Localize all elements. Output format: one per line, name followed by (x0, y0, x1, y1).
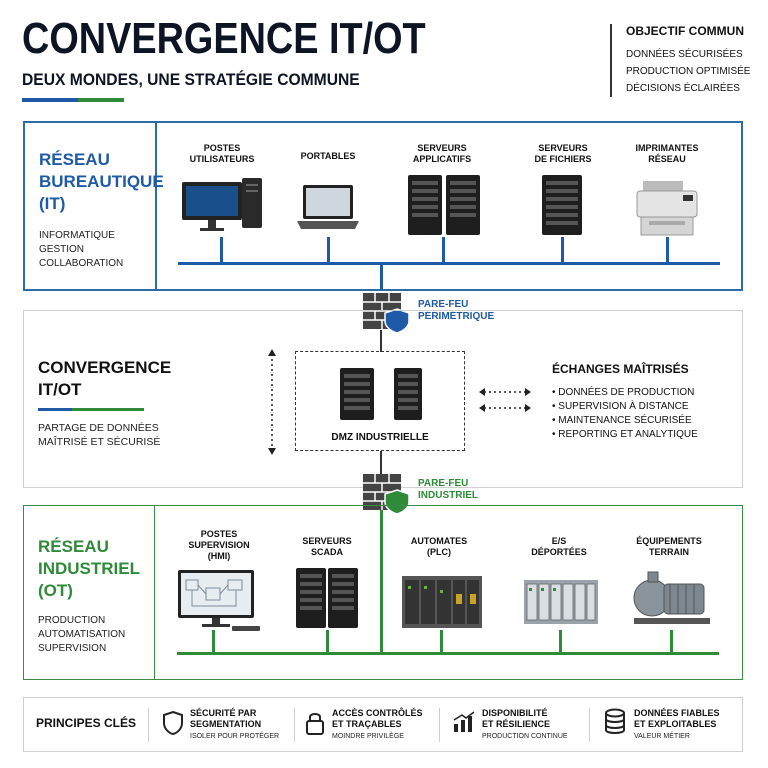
horizontal-exchange-arrows-icon (479, 388, 531, 412)
ot-drop (440, 630, 443, 653)
dmz-server-icon (394, 368, 422, 420)
echanges-maitrises: ÉCHANGES MAÎTRISÉS • DONNÉES DE PRODUCTI… (552, 362, 698, 442)
ot-network-bus (177, 652, 719, 655)
scada-servers-icon (296, 568, 358, 628)
principe-divider (294, 708, 295, 742)
objectif-item: DONNÉES SÉCURISÉES (626, 49, 743, 60)
ot-trunk-line (380, 510, 383, 653)
objectif-item: PRODUCTION OPTIMISÉE (626, 66, 751, 77)
field-equipment-icon (633, 571, 710, 624)
device-label-postes: POSTES UTILISATEURS (189, 143, 255, 164)
principe-divider (589, 708, 590, 742)
it-network-bus (178, 262, 720, 265)
lock-icon (306, 713, 324, 735)
laptop-icon (297, 185, 359, 229)
principe-divider (439, 708, 440, 742)
page-title: CONVERGENCE IT/OT (22, 14, 426, 63)
it-drop (561, 237, 564, 263)
objectif-item: DÉCISIONS ÉCLAIRÉES (626, 83, 740, 94)
echanges-title: ÉCHANGES MAÎTRISÉS (552, 362, 689, 376)
principes-title: PRINCIPES CLÉS (36, 716, 137, 730)
device-label-hmi: POSTES SUPERVISION (HMI) (188, 529, 250, 561)
ot-drop (559, 630, 562, 653)
principes-cles-bar: PRINCIPES CLÉS SÉCURITÉ PAR SEGMENTATION… (23, 697, 743, 752)
convergence-accent-green (72, 408, 144, 411)
echange-item: • REPORTING ET ANALYTIQUE (552, 429, 698, 440)
application-servers-icon (408, 175, 480, 235)
trunk-line (380, 330, 382, 352)
industrial-firewall-icon (363, 474, 410, 514)
it-divider (155, 123, 157, 289)
desktop-computer-icon (182, 178, 262, 231)
shield-icon (163, 710, 183, 736)
device-label-serveurs-fichiers: SERVEURS DE FICHIERS (534, 143, 592, 164)
device-label-es: E/S DÉPORTÉES (531, 536, 587, 557)
dmz-server-icon (340, 368, 374, 420)
principe-item: SÉCURITÉ PAR SEGMENTATION ISOLER POUR PR… (190, 708, 280, 740)
principe-item: DISPONIBILITÉ ET RÉSILIENCE PRODUCTION C… (482, 708, 568, 740)
file-server-icon (542, 175, 582, 235)
objectif-commun: OBJECTIF COMMUN DONNÉES SÉCURISÉES PRODU… (610, 24, 750, 97)
principe-item: DONNÉES FIABLES ET EXPLOITABLES VALEUR M… (634, 708, 720, 740)
remote-io-icon (524, 580, 598, 624)
it-drop (666, 237, 669, 263)
ot-drop (670, 630, 673, 653)
dmz-label: DMZ INDUSTRIELLE (331, 432, 429, 443)
ot-drop (326, 630, 329, 653)
device-label-imprimantes: IMPRIMANTES RÉSEAU (635, 143, 699, 164)
page-subtitle: DEUX MONDES, UNE STRATÉGIE COMMUNE (22, 70, 360, 89)
it-drop (220, 237, 223, 263)
principe-item: ACCÈS CONTRÔLÉS ET TRAÇABLES MOINDRE PRI… (332, 708, 423, 740)
device-label-plc: AUTOMATES (PLC) (410, 536, 468, 557)
objectif-title: OBJECTIF COMMUN (626, 24, 744, 38)
convergence-accent-blue (38, 408, 72, 411)
trunk-line (380, 451, 382, 476)
title-accent-blue (22, 98, 78, 102)
title-accent-green (78, 98, 124, 102)
device-label-equipements: ÉQUIPEMENTS TERRAIN (636, 536, 702, 557)
perimeter-firewall-icon (363, 293, 410, 333)
echange-item: • DONNÉES DE PRODUCTION (552, 387, 695, 398)
it-drop (327, 237, 330, 263)
ot-drop (212, 630, 215, 653)
device-label-portables: PORTABLES (300, 151, 356, 161)
vertical-exchange-arrow-icon (268, 349, 276, 455)
echange-item: • MAINTENANCE SÉCURISÉE (552, 415, 692, 426)
plc-icon (402, 576, 482, 628)
ot-divider (154, 506, 155, 679)
it-drop (442, 237, 445, 263)
database-icon (605, 708, 625, 734)
device-label-serveurs-app: SERVEURS APPLICATIFS (412, 143, 472, 164)
device-label-scada: SERVEURS SCADA (302, 536, 352, 557)
hmi-workstation-icon (178, 570, 260, 631)
principe-divider (148, 708, 149, 742)
dmz-box: DMZ INDUSTRIELLE (295, 351, 465, 451)
it-trunk-line (380, 262, 383, 290)
network-printer-icon (636, 181, 698, 236)
chart-icon (453, 711, 475, 732)
echange-item: • SUPERVISION À DISTANCE (552, 401, 689, 412)
